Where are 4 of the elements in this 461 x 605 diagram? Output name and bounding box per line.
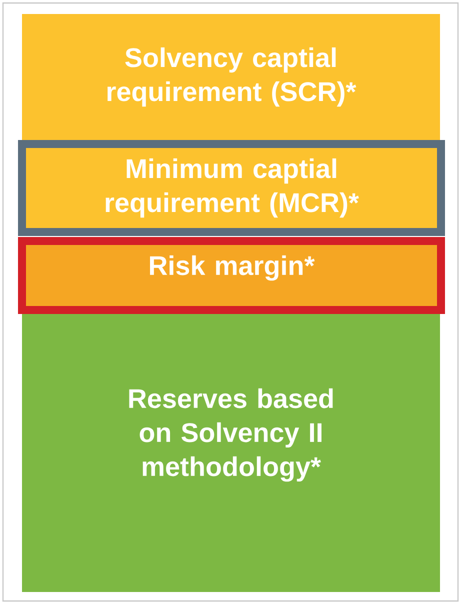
reserves-band: Reserves based on Solvency II methodology* xyxy=(22,314,440,592)
capital-box: Minimum captial requirement (MCR)* xyxy=(18,140,445,236)
risk-margin-box: Risk margin* xyxy=(18,237,445,314)
capital-band: Solvency captial requirement (SCR)* xyxy=(22,14,440,140)
